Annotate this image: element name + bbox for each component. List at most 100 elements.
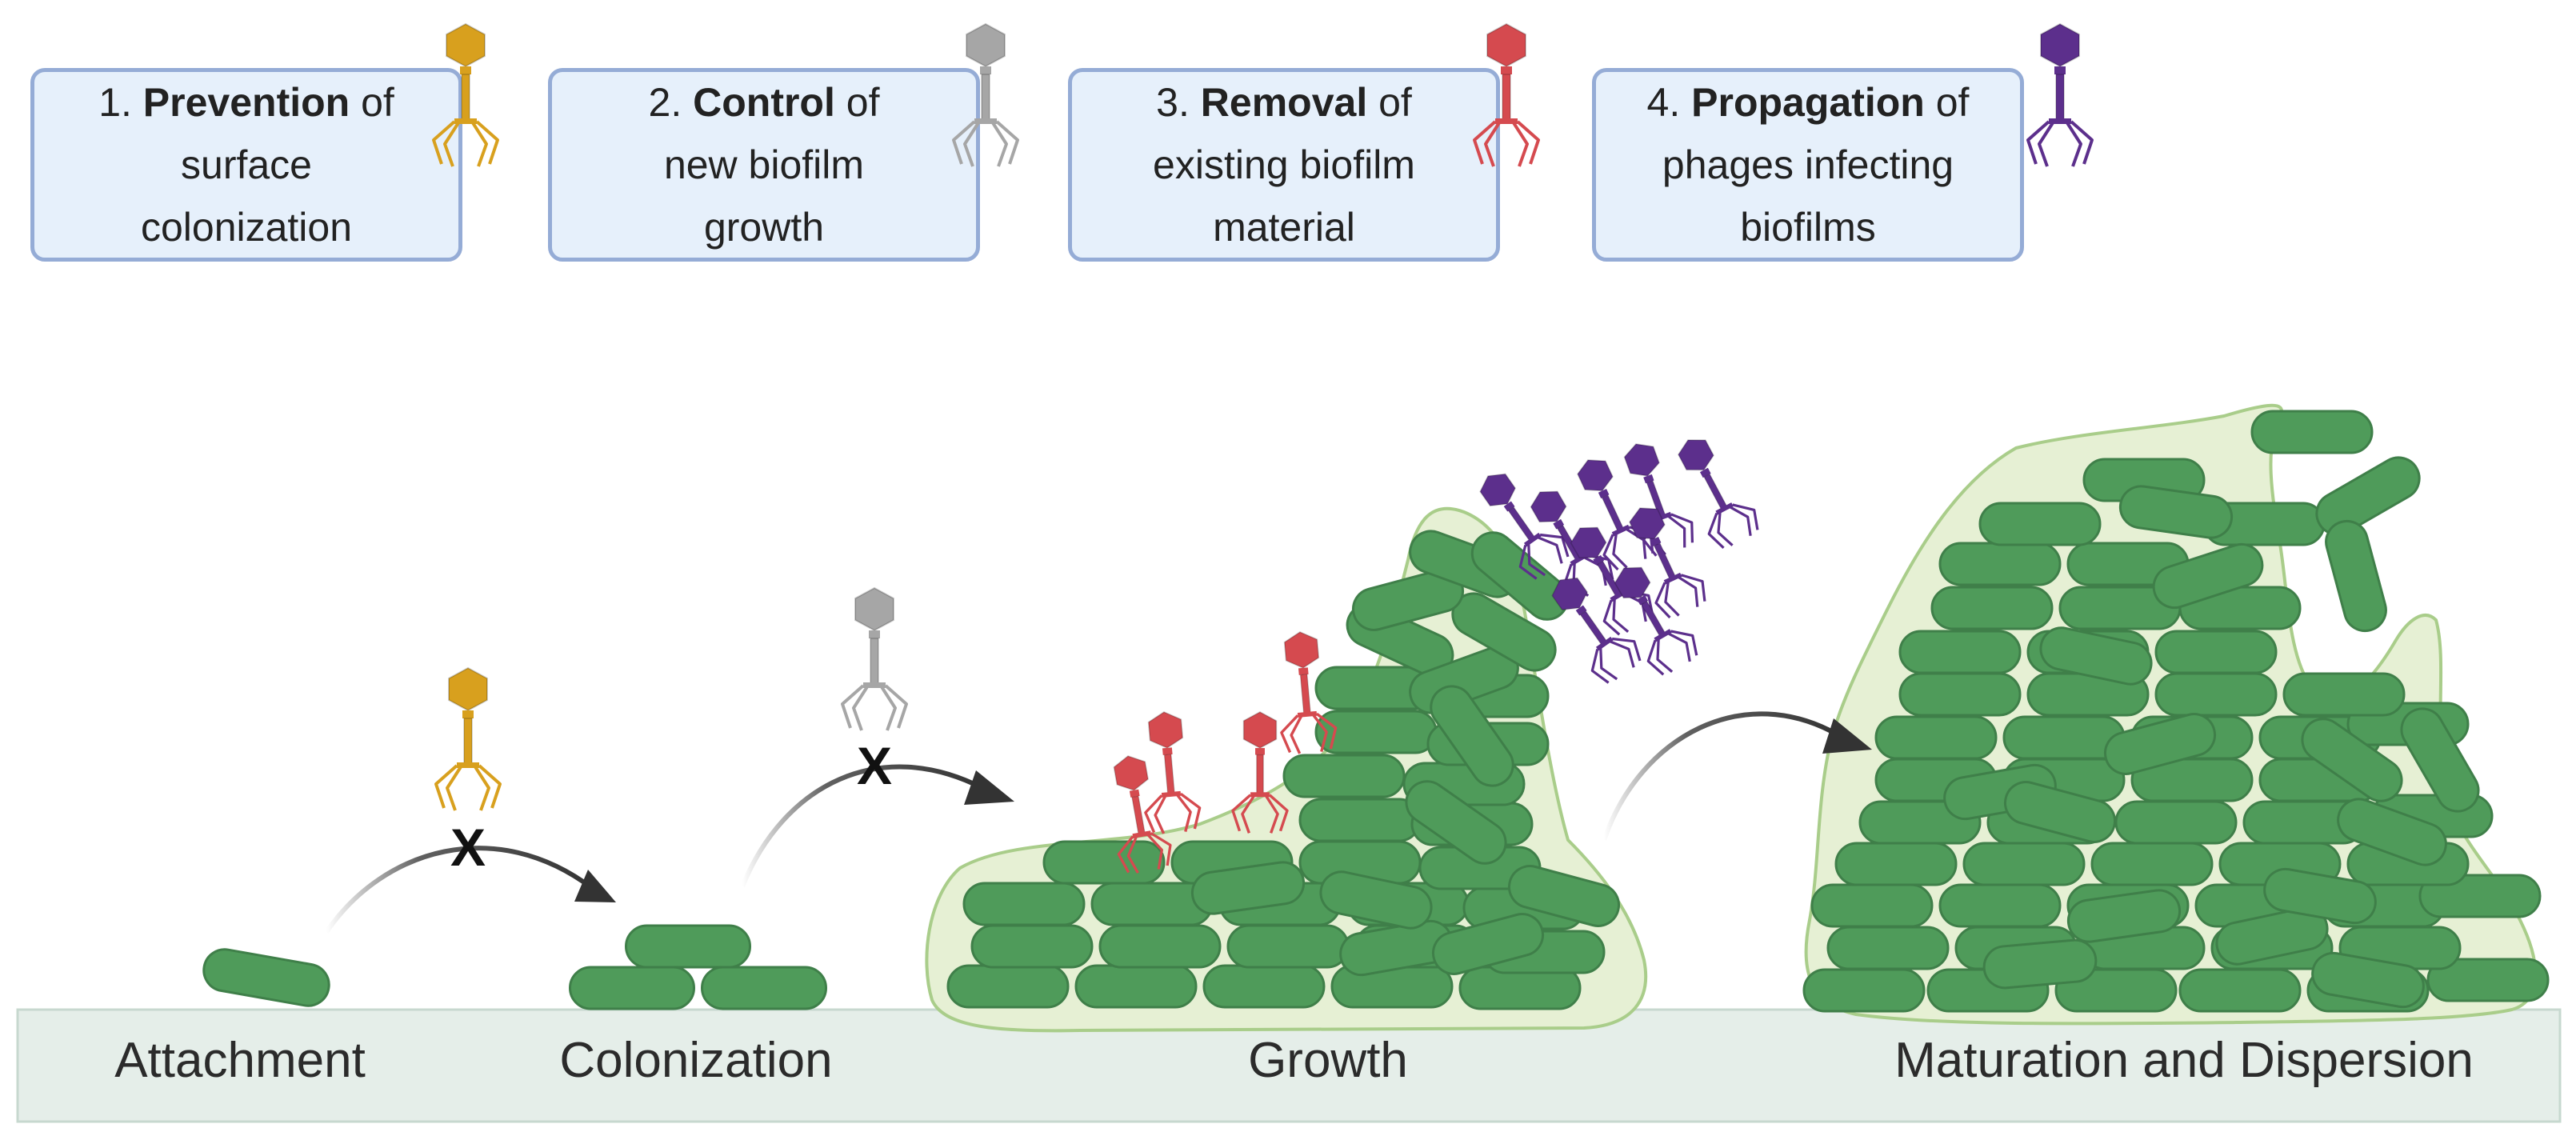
bacterium xyxy=(962,882,1086,926)
arrow-colonization-to-growth xyxy=(740,764,984,888)
arrowhead-colonization-to-growth xyxy=(964,770,1014,805)
box-removal-line2: existing biofilm xyxy=(1153,142,1415,187)
bacterium xyxy=(2103,713,2217,775)
stage-label-attachment: Attachment xyxy=(114,1033,366,1088)
phage-icon xyxy=(1113,755,1172,874)
bacterium xyxy=(1042,840,1166,885)
bacterium xyxy=(1430,685,1514,787)
bacterium xyxy=(1898,672,2022,717)
bacterium xyxy=(2311,951,2425,1009)
phage-icon xyxy=(1551,577,1642,684)
bacterium xyxy=(1298,798,1422,842)
box-control-line2: new biofilm xyxy=(663,142,865,187)
bacterium xyxy=(2178,968,2302,1013)
bacterium xyxy=(1431,913,1545,975)
bacterium xyxy=(569,966,695,1010)
bacterium xyxy=(1834,842,1958,886)
box-control: 2. Control of new biofilm growth xyxy=(548,68,980,262)
bacterium xyxy=(701,966,827,1010)
bacterium xyxy=(2315,456,2421,536)
bacterium xyxy=(1962,842,2086,886)
bacterium xyxy=(1098,924,1222,969)
phage-icon xyxy=(1473,22,1540,167)
box-prevention-line1: 1. Prevention of xyxy=(98,80,394,125)
bacterium xyxy=(1938,883,2062,928)
bacterium xyxy=(1202,964,1326,1009)
bacterium xyxy=(2400,707,2480,813)
phage-icon xyxy=(841,586,908,731)
bacterium xyxy=(1826,926,1950,970)
bacterium xyxy=(2301,718,2403,802)
phage-layer xyxy=(432,22,2094,874)
bacterium xyxy=(1405,780,1507,865)
bacterium xyxy=(970,924,1094,969)
bacterium xyxy=(2426,958,2550,1002)
bacterium xyxy=(1810,883,1934,928)
box-removal-line1: 3. Removal of xyxy=(1156,80,1412,125)
box-removal: 3. Removal of existing biofilm material xyxy=(1068,68,1500,262)
stage-label-maturation-and-dispersion: Maturation and Dispersion xyxy=(1894,1033,2474,1088)
bacterium xyxy=(1874,715,1998,760)
phage-icon xyxy=(1479,473,1570,580)
phage-icon xyxy=(1614,566,1698,676)
bacterium xyxy=(2325,519,2387,633)
box-control-line3: growth xyxy=(703,205,825,250)
blocked-mark-colonization: X xyxy=(857,736,892,795)
phage-icon xyxy=(1231,711,1289,834)
phage-icon xyxy=(1629,507,1706,619)
box-propagation: 4. Propagation of phages infecting biofi… xyxy=(1592,68,2024,262)
arrow-growth-to-maturation xyxy=(1602,711,1842,841)
phage-icon xyxy=(1280,631,1338,754)
bacterium xyxy=(2154,630,2278,674)
bacteria-layer xyxy=(202,410,2550,1013)
box-control-line1: 2. Control of xyxy=(648,80,880,125)
arrowhead-attachment-to-colonization xyxy=(574,870,616,902)
bacterium xyxy=(2039,626,2153,686)
bacterium xyxy=(1190,861,1306,915)
bacterium xyxy=(1938,542,2062,586)
bacterium xyxy=(1978,502,2102,546)
bacterium xyxy=(2337,798,2447,866)
bacterium xyxy=(1930,586,2054,630)
bacterium xyxy=(202,948,330,1007)
bacterium xyxy=(1319,870,1433,930)
box-propagation-line3: biofilms xyxy=(1740,205,1876,250)
box-prevention-line2: surface xyxy=(181,142,312,187)
bacterium xyxy=(2215,906,2329,966)
phage-icon xyxy=(2026,22,2094,167)
bacterium xyxy=(2263,867,2377,925)
bacterium xyxy=(2066,889,2182,943)
arrow-attachment-to-colonization xyxy=(324,846,594,934)
box-propagation-line2: phages infecting xyxy=(1662,142,1954,187)
stage-label-growth: Growth xyxy=(1248,1033,1408,1088)
blocked-mark-attachment: X xyxy=(450,818,486,877)
bacterium xyxy=(1074,964,1198,1009)
phage-icon xyxy=(432,22,499,167)
phage-icon xyxy=(434,666,502,811)
phage-icon xyxy=(1677,439,1759,550)
bacterium xyxy=(2154,672,2278,717)
bacterium xyxy=(1470,531,1570,621)
box-removal-line3: material xyxy=(1213,205,1355,250)
bacterium xyxy=(1982,938,2098,990)
stage-label-colonization: Colonization xyxy=(559,1033,833,1088)
bacterium xyxy=(2250,410,2374,454)
bacterium xyxy=(625,924,751,969)
box-prevention: 1. Prevention of surface colonization xyxy=(30,68,462,262)
bacterium xyxy=(2118,485,2234,539)
bacterium xyxy=(946,964,1070,1009)
bacterium xyxy=(1507,865,1621,927)
phage-icon xyxy=(1144,711,1202,834)
bacterium xyxy=(1282,754,1406,798)
bacterium xyxy=(1898,630,2022,674)
bacterium xyxy=(2090,842,2214,886)
bacterium xyxy=(1226,924,1350,969)
arrowhead-growth-to-maturation xyxy=(1822,718,1872,754)
bacterium xyxy=(2282,672,2406,717)
box-prevention-line3: colonization xyxy=(140,205,353,250)
bacterium xyxy=(2003,781,2117,843)
phage-icon xyxy=(952,22,1019,167)
bacterium xyxy=(2152,542,2264,610)
box-propagation-line1: 4. Propagation of xyxy=(1646,80,1970,125)
